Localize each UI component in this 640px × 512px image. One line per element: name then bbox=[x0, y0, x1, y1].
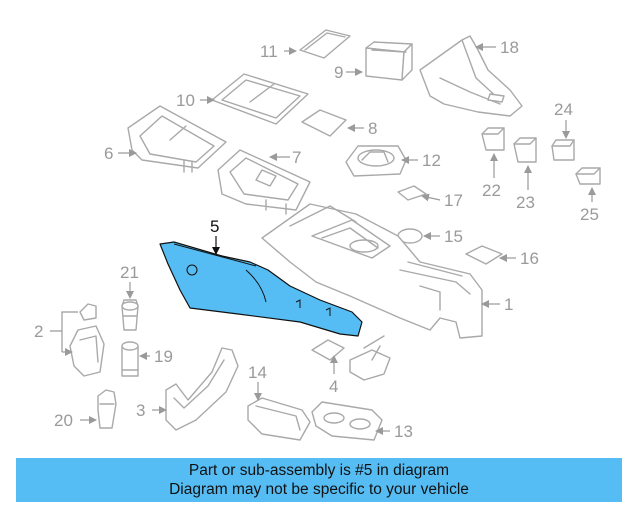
callout-labels: 11 9 18 10 8 6 7 12 17 22 23 24 25 15 16… bbox=[34, 38, 599, 441]
callout-12: 12 bbox=[422, 151, 441, 170]
part-13-cup-holder bbox=[311, 401, 383, 441]
caption-banner: Part or sub-assembly is #5 in diagram Di… bbox=[16, 458, 622, 502]
part-12-cup-holder-insert bbox=[345, 145, 407, 177]
callout-10: 10 bbox=[176, 91, 195, 110]
part-17-clip bbox=[397, 185, 427, 201]
part-4-bracket bbox=[311, 335, 391, 381]
callout-19: 19 bbox=[154, 347, 173, 366]
parts-diagram: 11 9 18 10 8 6 7 12 17 22 23 24 25 15 16… bbox=[34, 29, 601, 441]
callout-21: 21 bbox=[120, 263, 139, 282]
part-1-console-body bbox=[261, 203, 483, 339]
part-19-socket bbox=[121, 341, 139, 377]
part-21-plug bbox=[121, 299, 139, 331]
callout-9: 9 bbox=[334, 63, 343, 82]
callout-24: 24 bbox=[554, 100, 573, 119]
part-11-pad bbox=[299, 29, 351, 59]
caption-line-2: Diagram may not be specific to your vehi… bbox=[169, 481, 469, 498]
callout-2: 2 bbox=[34, 322, 43, 341]
part-9-storage-bin bbox=[365, 41, 413, 81]
callout-15: 15 bbox=[444, 227, 463, 246]
callout-18: 18 bbox=[500, 38, 519, 57]
part-14-storage-tray bbox=[247, 397, 311, 441]
callout-3: 3 bbox=[136, 401, 145, 420]
callout-25: 25 bbox=[580, 205, 599, 224]
part-5-side-panel-highlighted bbox=[159, 241, 363, 337]
callout-20: 20 bbox=[54, 411, 73, 430]
callout-5: 5 bbox=[210, 217, 219, 236]
callout-17: 17 bbox=[444, 191, 463, 210]
part-25-switch bbox=[575, 167, 601, 185]
callout-22: 22 bbox=[482, 181, 501, 200]
callout-4: 4 bbox=[329, 377, 338, 396]
callout-23: 23 bbox=[516, 193, 535, 212]
callout-11: 11 bbox=[260, 42, 278, 61]
part-16-plate bbox=[465, 245, 503, 265]
part-7-console-bezel bbox=[217, 149, 311, 215]
callout-7: 7 bbox=[292, 148, 301, 167]
callout-1: 1 bbox=[504, 295, 513, 314]
part-22-switch bbox=[481, 127, 505, 151]
part-8-mat bbox=[301, 109, 347, 137]
part-2-bracket bbox=[69, 303, 105, 377]
part-18-shifter-bezel bbox=[419, 35, 523, 117]
callout-13: 13 bbox=[394, 422, 413, 441]
callout-8: 8 bbox=[368, 119, 377, 138]
part-3-bracket bbox=[165, 347, 239, 431]
callout-14: 14 bbox=[248, 363, 267, 382]
part-24-switch bbox=[551, 139, 575, 161]
callout-6: 6 bbox=[104, 144, 113, 163]
part-10-tray bbox=[211, 73, 309, 125]
callout-16: 16 bbox=[520, 249, 539, 268]
leader-lines bbox=[50, 43, 596, 435]
part-23-switch bbox=[513, 137, 537, 163]
part-20-switch bbox=[97, 389, 117, 429]
caption-line-1: Part or sub-assembly is #5 in diagram bbox=[188, 462, 450, 479]
part-6-trim-panel bbox=[127, 105, 227, 173]
